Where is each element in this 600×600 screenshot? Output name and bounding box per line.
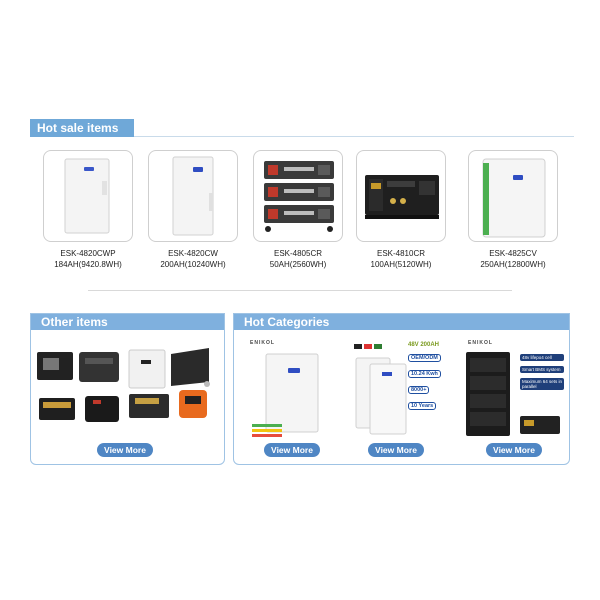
rack-battery-image — [365, 175, 439, 219]
rack-cabinet-image — [466, 352, 560, 436]
warranty-badge: 10 Years — [408, 402, 437, 410]
other-items-panel: Other items View More — [30, 313, 225, 465]
section-divider — [88, 290, 512, 291]
product-caption: ESK-4825CV 250AH(12800WH) — [453, 248, 573, 270]
hot-categories-panel: Hot Categories ENIKOL View More 48V 200A… — [233, 313, 570, 465]
category-rack-cabinet[interactable]: ENIKOL 48v lifepo4 cell Smart BMS system… — [462, 340, 566, 440]
category-oem-battery[interactable]: 48V 200AH OEM/ODM 10.24 Kwh 8000+ 10 Yea… — [352, 340, 452, 440]
product-model: ESK-4810CR — [376, 249, 426, 258]
hot-categories-title: Hot Categories — [234, 314, 569, 330]
product-spec: 184AH(9420.8WH) — [54, 260, 122, 269]
product-caption: ESK-4820CW 200AH(10240WH) — [133, 248, 253, 270]
category-2-view-more-button[interactable]: View More — [368, 443, 424, 457]
cycles-badge: 8000+ — [408, 386, 430, 394]
product-card-esk-4825cv[interactable] — [468, 150, 558, 242]
product-spec: 200AH(10240WH) — [160, 260, 226, 269]
oem-battery-image — [354, 344, 407, 435]
oem-badge: OEM/ODM — [408, 354, 441, 362]
product-spec: 50AH(2560WH) — [269, 260, 327, 269]
other-items-title: Other items — [31, 314, 224, 330]
hot-sale-title: Hot sale items — [30, 119, 134, 137]
product-card-esk-4820cwp[interactable] — [43, 150, 133, 242]
category-wall-battery[interactable]: ENIKOL — [248, 340, 348, 440]
wall-battery-image — [64, 158, 110, 234]
product-model: ESK-4805CR — [273, 249, 323, 258]
category-3-view-more-button[interactable]: View More — [486, 443, 542, 457]
product-card-esk-4810cr[interactable] — [356, 150, 446, 242]
other-items-view-more-button[interactable]: View More — [97, 443, 153, 457]
brand-logo: ENIKOL — [250, 340, 275, 346]
product-model: ESK-4820CWP — [60, 249, 116, 258]
section-underline — [134, 136, 574, 137]
energy-badge: 10.24 Kwh — [408, 370, 441, 378]
product-spec: 250AH(12800WH) — [480, 260, 546, 269]
capacity-badge: 48V 200AH — [408, 342, 440, 348]
feature-tag: 48v lifepo4 cell — [520, 354, 564, 361]
other-items-collage — [37, 348, 210, 422]
product-card-esk-4820cw[interactable] — [148, 150, 238, 242]
product-spec: 100AH(5120WH) — [370, 260, 432, 269]
cabinet-battery-image — [482, 158, 546, 238]
wall-battery-image — [252, 353, 319, 437]
wall-battery-image — [172, 156, 214, 236]
product-caption: ESK-4805CR 50AH(2560WH) — [238, 248, 358, 270]
feature-tag: Smart BMS system — [520, 366, 564, 373]
product-model: ESK-4825CV — [489, 249, 537, 258]
product-card-esk-4805cr[interactable] — [253, 150, 343, 242]
feature-tag: Maximum 64 sets in parallel — [520, 378, 564, 390]
rack-battery-stack-image — [264, 161, 334, 232]
product-caption: ESK-4820CWP 184AH(9420.8WH) — [28, 248, 148, 270]
category-1-view-more-button[interactable]: View More — [264, 443, 320, 457]
brand-logo: ENIKOL — [468, 340, 493, 346]
product-caption: ESK-4810CR 100AH(5120WH) — [341, 248, 461, 270]
product-model: ESK-4820CW — [168, 249, 218, 258]
